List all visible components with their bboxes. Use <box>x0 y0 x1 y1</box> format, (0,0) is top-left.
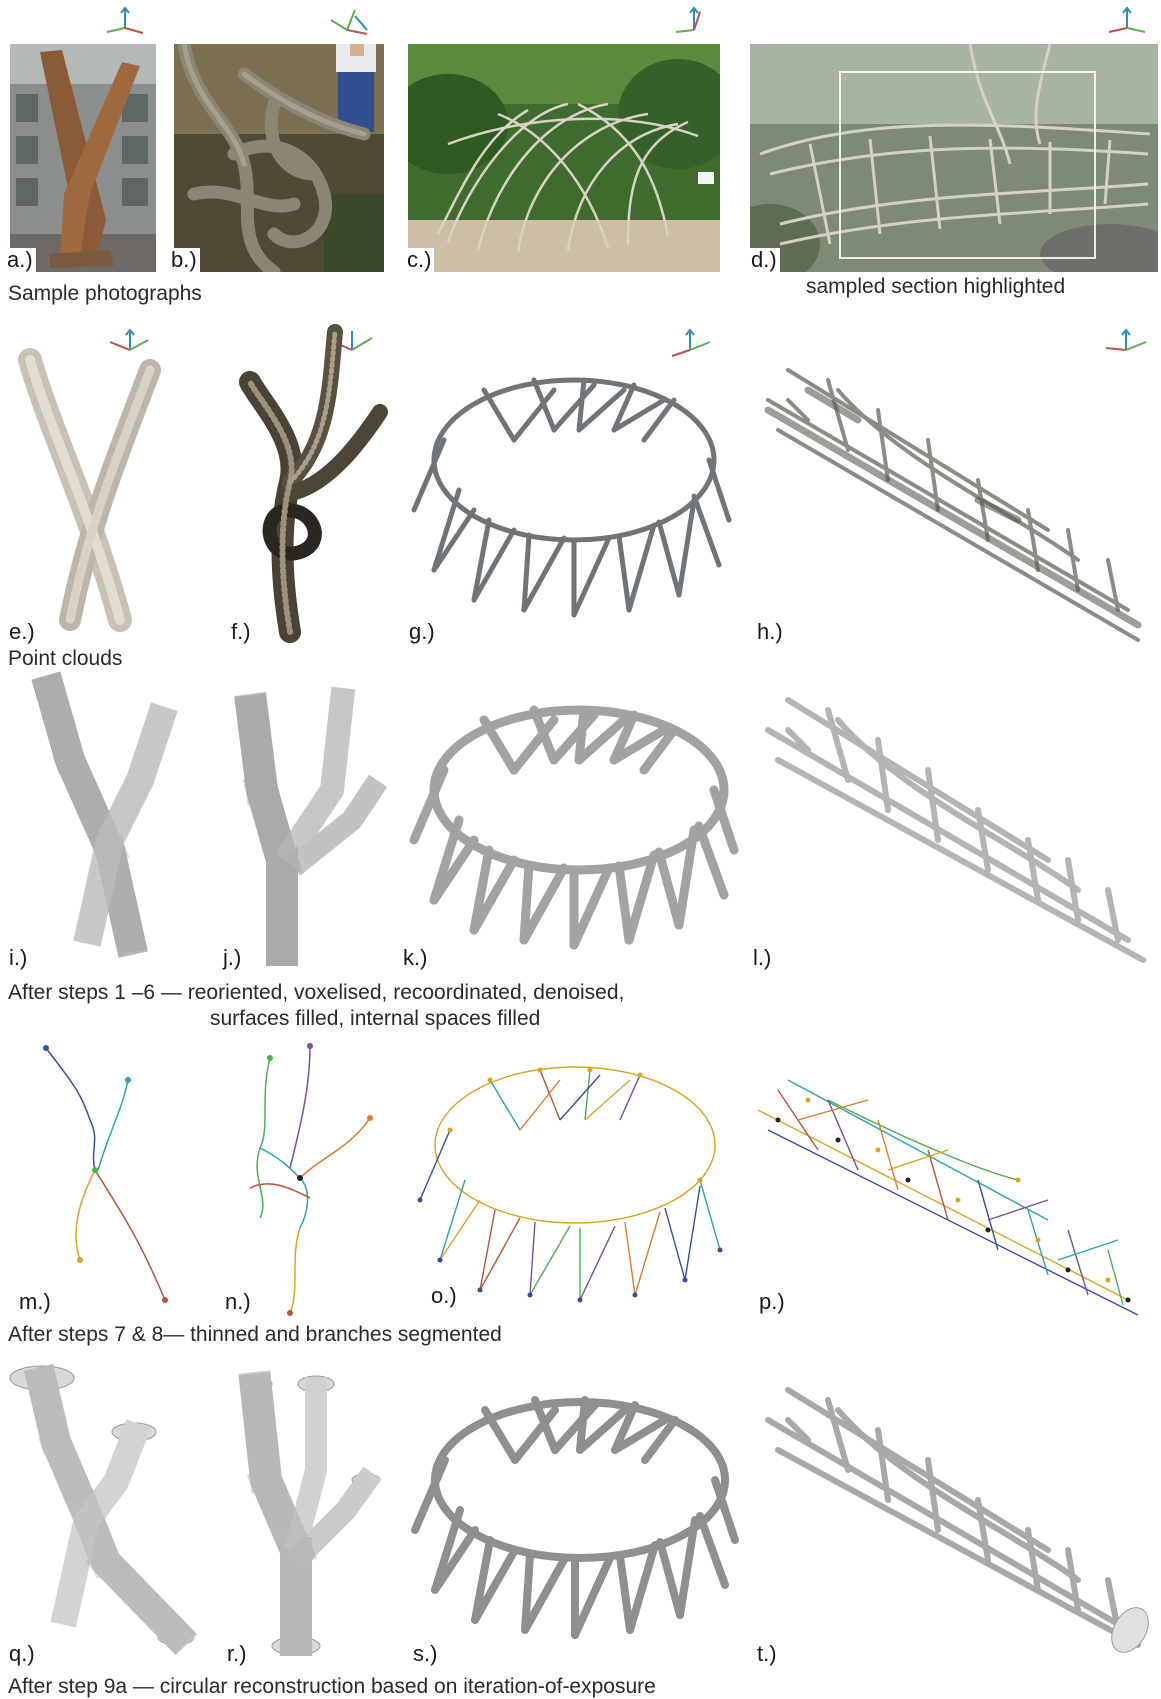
pointcloud-f <box>220 322 390 642</box>
panel-label-g: g.) <box>406 620 438 644</box>
reconstruction-r <box>226 1370 396 1660</box>
axes-gizmo-a <box>103 6 147 36</box>
axes-gizmo-b <box>327 6 371 36</box>
panel-label-r: r.) <box>224 1642 250 1666</box>
panel-label-c: c.) <box>404 248 434 272</box>
pointcloud-g <box>404 360 734 620</box>
skeleton-p <box>748 1060 1158 1320</box>
panel-label-h: h.) <box>754 620 786 644</box>
voxel-j <box>222 680 392 960</box>
panel-label-q: q.) <box>6 1642 38 1666</box>
caption-sampled-section: sampled section highlighted <box>806 274 1065 299</box>
panel-label-n: n.) <box>222 1290 254 1314</box>
photo-c-willow-dome <box>408 44 720 272</box>
photo-b-fused-branches <box>174 44 384 272</box>
reconstruction-s <box>400 1390 740 1640</box>
panel-label-m: m.) <box>16 1290 54 1314</box>
skeleton-m <box>30 1040 190 1310</box>
panel-label-s: s.) <box>410 1642 440 1666</box>
axes-gizmo-d <box>1105 6 1149 36</box>
voxel-i <box>30 680 190 950</box>
caption-steps-7-8: After steps 7 & 8— thinned and branches … <box>8 1322 502 1347</box>
caption-sample-photographs: Sample photographs <box>8 281 202 306</box>
reconstruction-q <box>6 1362 196 1652</box>
photo-a-crossed-trunks <box>10 44 156 272</box>
photo-d-root-bridge <box>750 44 1158 272</box>
voxel-l <box>748 690 1158 970</box>
axes-gizmo-c <box>670 6 714 36</box>
panel-label-i: i.) <box>6 946 30 970</box>
panel-label-b: b.) <box>168 248 200 272</box>
skeleton-n <box>230 1038 400 1318</box>
skeleton-o <box>410 1050 730 1300</box>
panel-label-t: t.) <box>754 1642 780 1666</box>
reconstruction-t <box>748 1380 1158 1650</box>
axes-gizmo-g <box>668 328 712 358</box>
caption-point-clouds: Point clouds <box>8 646 122 671</box>
caption-steps-1-6-line2: surfaces filled, internal spaces filled <box>210 1006 540 1031</box>
axes-gizmo-h <box>1104 328 1148 358</box>
panel-label-e: e.) <box>6 620 38 644</box>
caption-step-9a: After step 9a — circular reconstruction … <box>8 1674 656 1699</box>
pointcloud-h <box>748 360 1158 650</box>
caption-steps-1-6-line1: After steps 1 –6 — reoriented, voxelised… <box>8 980 624 1005</box>
panel-label-o: o.) <box>428 1284 460 1308</box>
panel-label-d: d.) <box>748 248 780 272</box>
panel-label-p: p.) <box>756 1290 788 1314</box>
panel-label-k: k.) <box>400 946 430 970</box>
panel-label-l: l.) <box>750 946 774 970</box>
voxel-k <box>404 690 744 950</box>
panel-label-a: a.) <box>4 248 36 272</box>
pointcloud-e <box>10 350 170 640</box>
panel-label-j: j.) <box>220 946 244 970</box>
panel-label-f: f.) <box>228 620 254 644</box>
